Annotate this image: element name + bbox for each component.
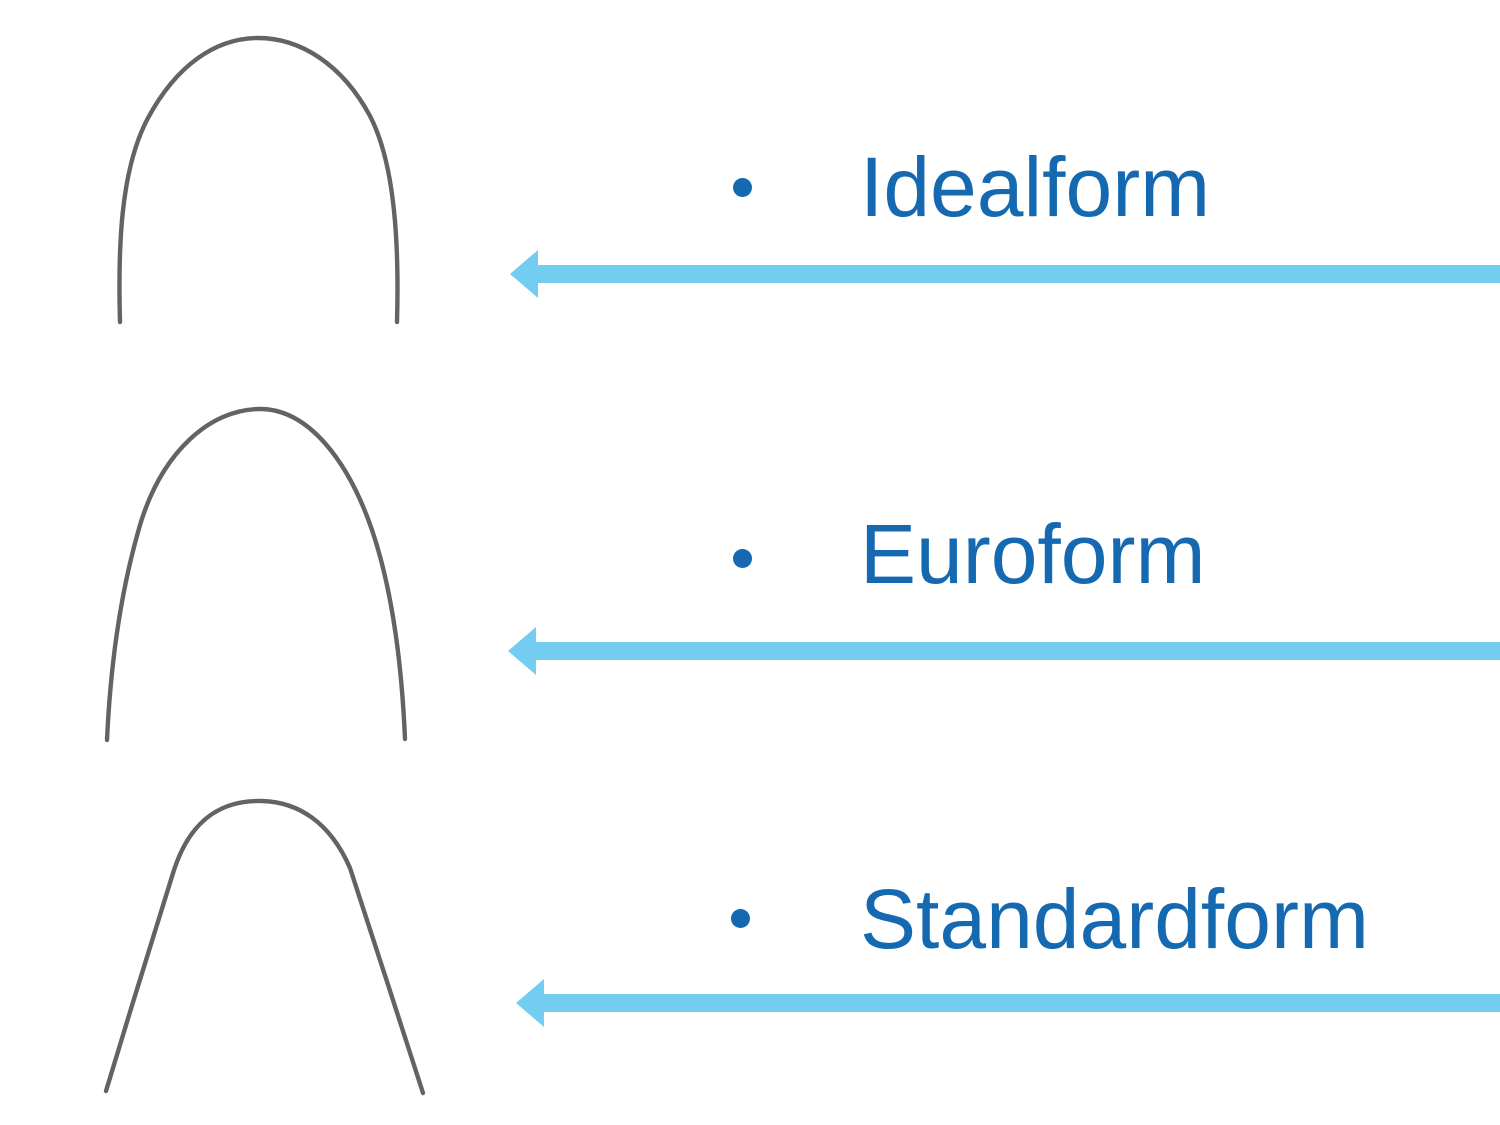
idealform-wire [117,35,400,325]
euroform-wire [104,406,408,743]
left-arrow-standardform-icon [516,979,1500,1027]
standardform-archwire-image [103,798,426,1096]
idealform-archwire-image [117,35,400,325]
label-idealform: Idealform [860,140,1211,234]
label-standardform: Standardform [860,872,1369,966]
left-arrow-euroform-icon [508,627,1500,675]
bullet-standardform [731,909,750,928]
left-arrow-idealform-icon [510,250,1500,298]
label-euroform: Euroform [860,507,1206,601]
euroform-archwire-image [104,406,408,743]
bullet-idealform [733,178,752,197]
bullet-euroform [733,549,752,568]
standardform-wire [103,798,426,1096]
